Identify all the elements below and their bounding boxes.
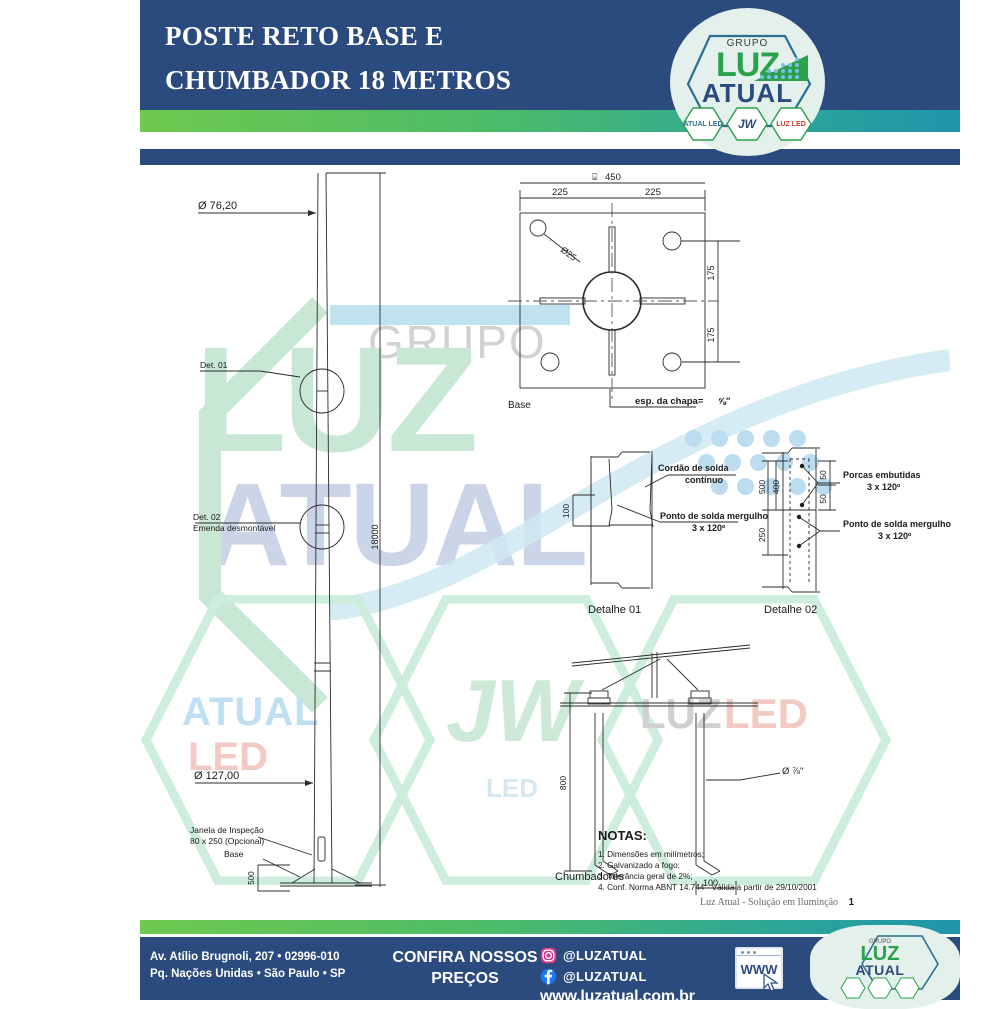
page-title-line1: POSTE RETO BASE E [165, 21, 443, 51]
footer-badge-atual [840, 977, 866, 999]
label-detalhe01-weld-line1: Cordão de solda [658, 463, 730, 473]
label-detalhe02-dim400: 400 [771, 480, 781, 494]
badge-jw: JW [726, 106, 768, 142]
footer-banner: Av. Atílio Brugnoli, 207 • 02996-010 Pq.… [140, 937, 960, 1000]
footer-logo-atual: ATUAL [800, 962, 960, 978]
footer-social-block: @LUZATUAL @LUZATUAL www.luzatual.com.br … [540, 945, 770, 1006]
footer-cta: CONFIRA NOSSOS PREÇOS [390, 947, 540, 989]
label-chumbadores-diameter: Ø ⅞" [782, 766, 803, 777]
label-base-height: 500 [247, 871, 256, 885]
technical-drawing-area: GRUPO LUZ ATUAL [140, 165, 960, 920]
notas-item-3: 3. Tolerância geral de 2%; [598, 872, 693, 881]
label-baseplate-vert-bottom: 175 [706, 327, 716, 342]
badge-atual-led: ATUAL LED [682, 106, 724, 142]
label-detalhe02-nuts-line1: Porcas embutidas [843, 470, 921, 480]
label-chumbadores-dim800: 800 [558, 776, 568, 790]
label-detalhe02-spot-line1: Ponto de solda mergulho [843, 519, 952, 529]
label-baseplate-half-right: 225 [645, 187, 661, 198]
header-navy-divider [140, 149, 960, 165]
label-detalhe01-title: Detalhe 01 [588, 604, 641, 616]
facebook-handle[interactable]: @LUZATUAL [563, 969, 647, 984]
page-footnote: Luz Atual - Solução em Iluminção 1 [700, 897, 854, 908]
badge-luz-led-label: LUZ LED [776, 121, 806, 128]
header-white-divider [140, 132, 960, 149]
label-detalhe02-nuts-line2: 3 x 120º [867, 482, 901, 492]
label-baseplate-vert-top: 175 [706, 265, 716, 280]
badge-atual-led-label: ATUAL LED [683, 121, 722, 128]
label-baseplate-thickness-value: ⅝" [718, 396, 730, 407]
label-detalhe02-dim250: 250 [757, 528, 767, 542]
footer-address-line2: Pq. Nações Unidas • São Paulo • SP [150, 966, 410, 983]
label-inspection-window-line2: 80 x 250 (Opcional) [190, 836, 264, 846]
logo-badge-row: ATUAL LED JW LUZ LED [682, 106, 813, 142]
footer-cta-line1: CONFIRA NOSSOS [390, 947, 540, 968]
footer-address-line1: Av. Atílio Brugnoli, 207 • 02996-010 [150, 949, 410, 966]
website-url[interactable]: www.luzatual.com.br [540, 988, 770, 1006]
right-margin [960, 0, 1000, 1000]
notas-item-4: 4. Conf. Norma ABNT 14.744 - Válida a pa… [598, 883, 817, 892]
page-title: POSTE RETO BASE E CHUMBADOR 18 METROS [165, 14, 725, 102]
notas-title: NOTAS: [598, 828, 647, 843]
label-pole-base: Base [224, 849, 244, 859]
label-detalhe01-weld-line2: contínuo [685, 475, 723, 485]
label-detalhe01-spot-line2: 3 x 120º [692, 523, 726, 533]
header-green-divider [140, 110, 960, 132]
label-detalhe01-dim100: 100 [561, 504, 571, 518]
label-det01: Det. 01 [200, 360, 228, 370]
notas-item-2: 2. Galvanizado a fogo; [598, 861, 680, 870]
facebook-icon[interactable] [540, 968, 557, 985]
page-number: 1 [849, 897, 855, 908]
brand-logo: GRUPO LUZ ATUAL ATUAL LED [670, 8, 825, 156]
label-baseplate-half-left: 225 [552, 187, 568, 198]
label-pole-top-diameter: Ø 76,20 [198, 200, 237, 212]
cad-linework: Ø 76,20 Ø 127,00 18000 Det. 01 Det. 02 E… [140, 165, 960, 920]
label-detalhe02-dim50-b: 50 [818, 494, 828, 504]
label-pole-height: 18000 [370, 524, 380, 549]
page-footnote-text: Luz Atual - Solução em Iluminção [700, 897, 838, 908]
label-detalhe02-dim500: 500 [757, 480, 767, 494]
instagram-handle[interactable]: @LUZATUAL [563, 948, 647, 963]
footer-badge-jw [867, 977, 893, 999]
header-banner: POSTE RETO BASE E CHUMBADOR 18 METROS [140, 0, 960, 110]
cursor-icon [763, 973, 781, 993]
browser-titlebar [737, 949, 781, 956]
logo-atual-text: ATUAL [670, 78, 825, 109]
label-detalhe01-spot-line1: Ponto de solda mergulho [660, 511, 769, 521]
footer-brand-logo: GRUPO LUZ ATUAL [800, 935, 960, 1001]
label-det02: Det. 02 [193, 512, 221, 522]
page-title-line2: CHUMBADOR 18 METROS [165, 58, 725, 102]
label-baseplate-title: Base [508, 400, 531, 411]
left-margin [0, 0, 140, 1000]
label-baseplate-overall: 450 [605, 172, 621, 183]
label-baseplate-hole-diameter: Ø25 [559, 245, 579, 263]
label-detalhe02-title: Detalhe 02 [764, 604, 817, 616]
label-pole-bottom-diameter: Ø 127,00 [194, 770, 239, 782]
label-detalhe02-spot-line2: 3 x 120º [878, 531, 912, 541]
instagram-icon[interactable] [540, 947, 557, 964]
label-baseplate-thickness: esp. da chapa= [635, 396, 704, 407]
label-baseplate-overall-symbol: ⌸ [592, 172, 598, 182]
badge-jw-label: JW [738, 117, 756, 131]
label-detalhe02-dim50-a: 50 [818, 470, 828, 480]
label-inspection-window-line1: Janela de Inspeção [190, 825, 264, 835]
website-browser-icon[interactable]: WWW [735, 947, 783, 989]
label-det02-sub: Emenda desmontável [193, 523, 275, 533]
badge-luz-led: LUZ LED [770, 106, 812, 142]
footer-cta-line2: PREÇOS [390, 968, 540, 989]
footer-badge-row [840, 977, 920, 999]
footer-address: Av. Atílio Brugnoli, 207 • 02996-010 Pq.… [150, 949, 410, 983]
notas-item-1: 1. Dimensões em milímetros; [598, 850, 704, 859]
footer-badge-luz [894, 977, 920, 999]
